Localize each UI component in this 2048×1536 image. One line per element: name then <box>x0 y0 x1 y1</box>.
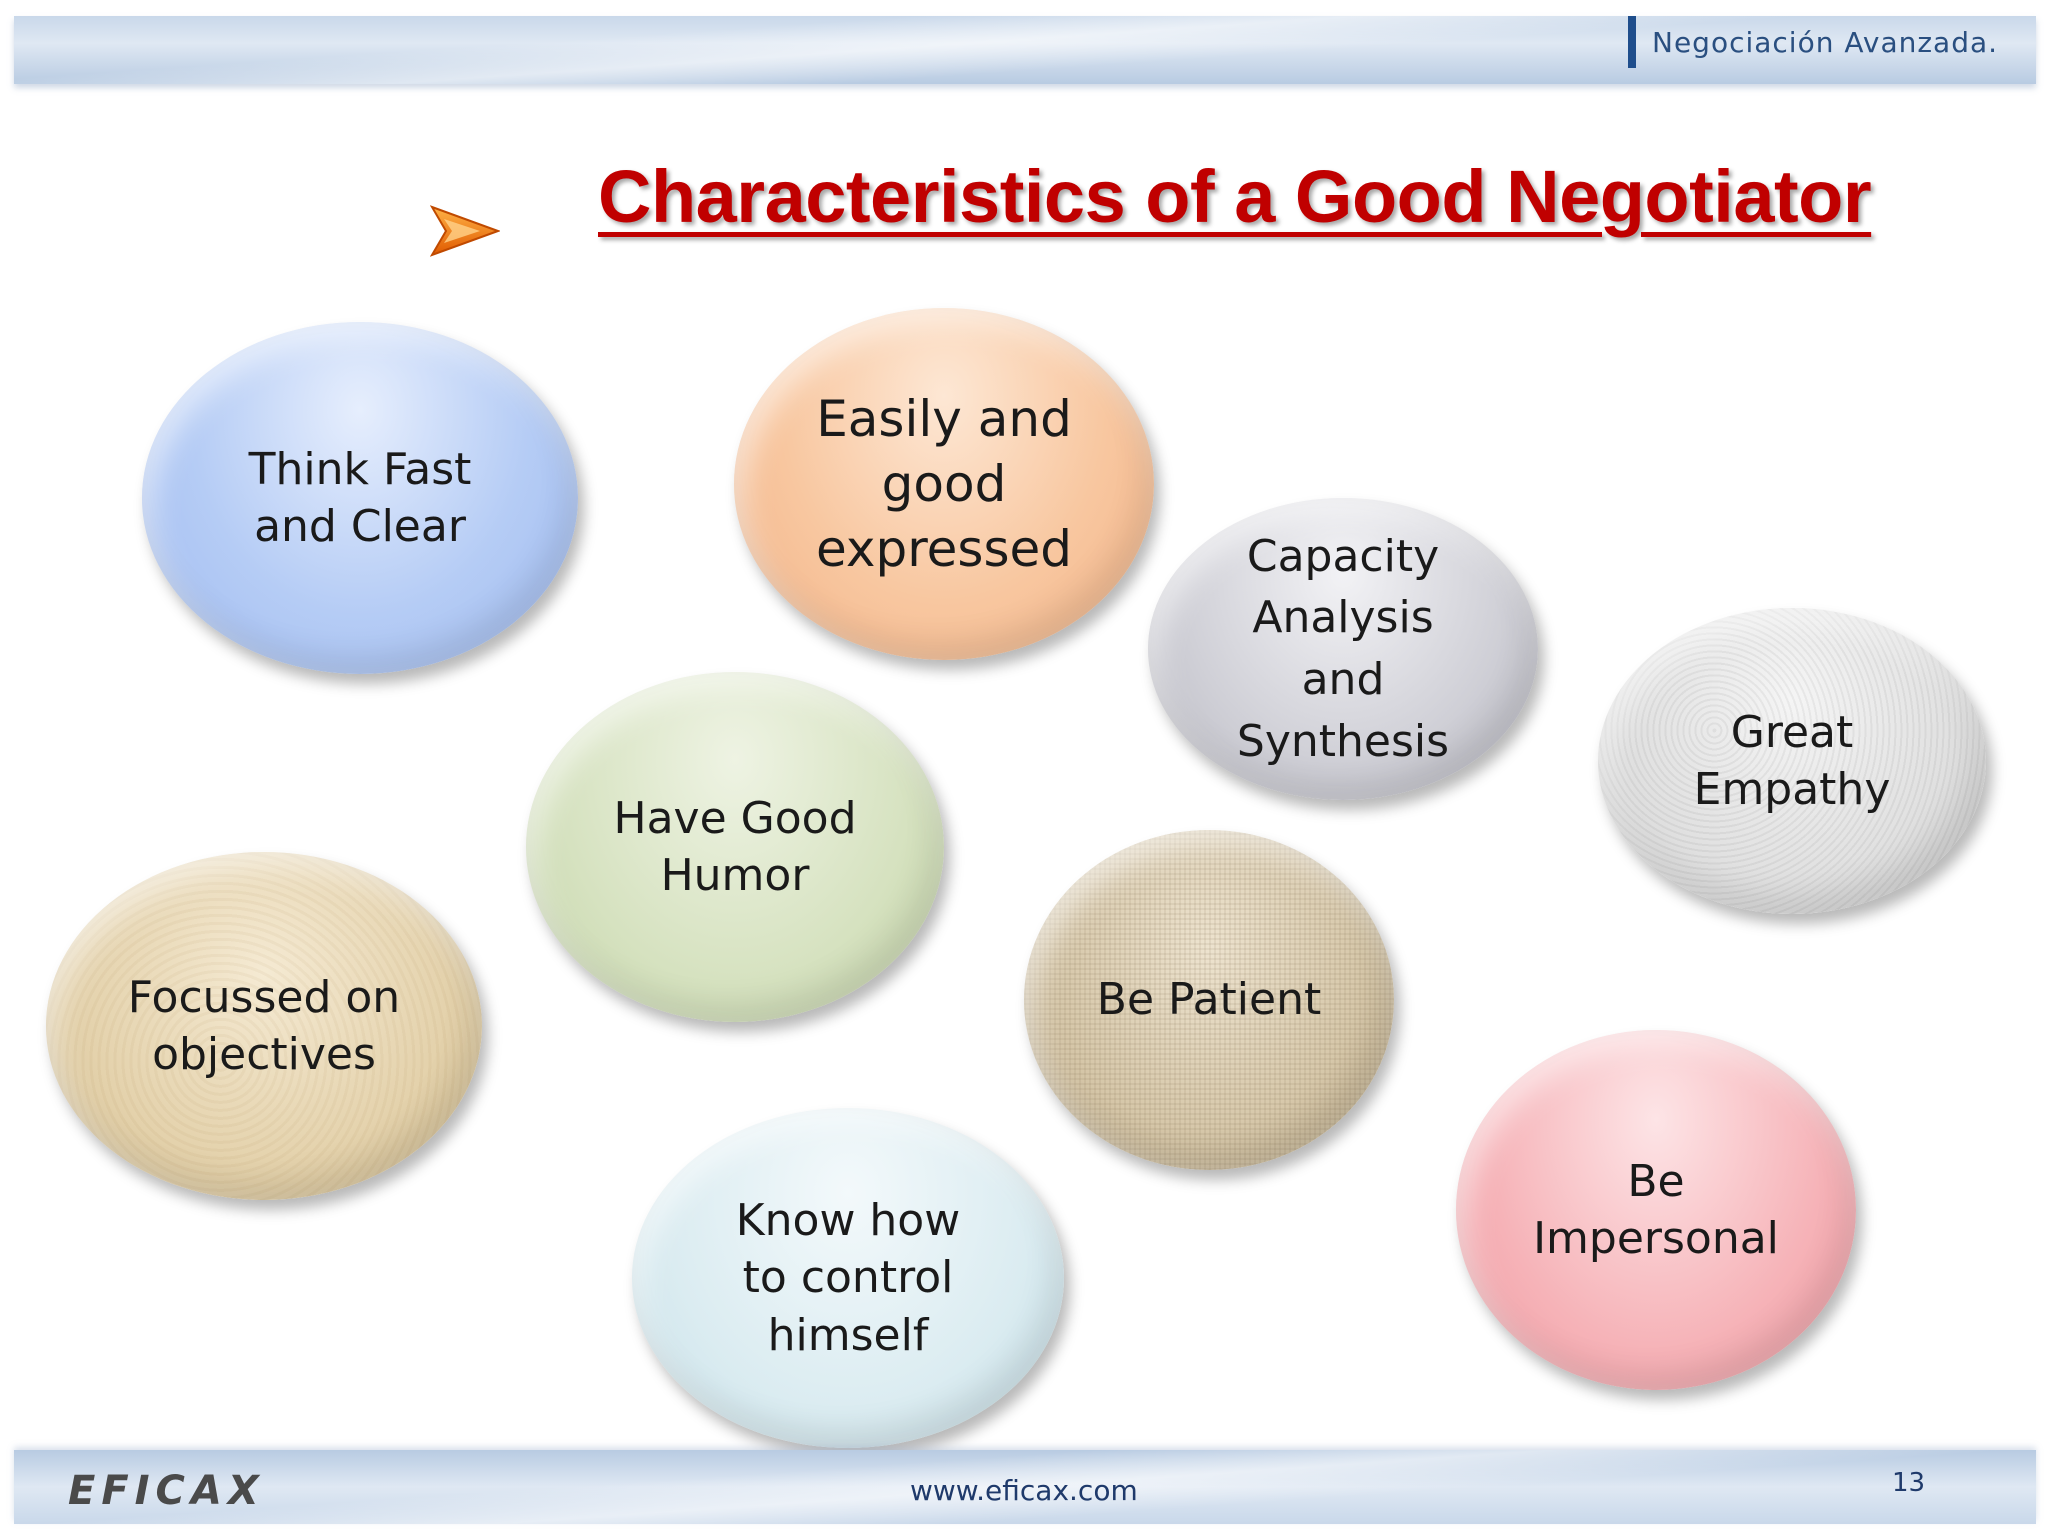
bubble-label: Great Empathy <box>1693 706 1891 815</box>
eficax-logo: EFICAX <box>68 1468 265 1514</box>
bubble-label: Think Fast and Clear <box>248 443 472 552</box>
bubble-good-humor: Have Good Humor <box>526 672 944 1022</box>
page-number: 13 <box>1892 1468 1926 1498</box>
bubble-label: Be Impersonal <box>1533 1155 1779 1264</box>
bubble-focussed-objectives: Focussed on objectives <box>46 852 482 1200</box>
bubble-label: Capacity Analysis and Synthesis <box>1236 530 1450 767</box>
bubble-be-impersonal: Be Impersonal <box>1456 1030 1856 1390</box>
bubble-label: Know how to control himself <box>735 1195 961 1361</box>
bubble-label: Have Good Humor <box>613 792 857 901</box>
footer-band <box>14 1450 2036 1524</box>
bubble-label: Be Patient <box>1096 974 1322 1026</box>
orange-arrow-icon <box>430 205 500 257</box>
bubble-easily-expressed: Easily and good expressed <box>734 308 1154 660</box>
slide-title: Characteristics of a Good Negotiator <box>598 155 1872 238</box>
bubble-label: Focussed on objectives <box>127 971 401 1080</box>
bubble-capacity-analysis: Capacity Analysis and Synthesis <box>1148 498 1538 800</box>
bubble-control-himself: Know how to control himself <box>632 1108 1064 1448</box>
bubble-think-fast: Think Fast and Clear <box>142 322 578 674</box>
bubble-label: Easily and good expressed <box>815 389 1073 578</box>
footer-url[interactable]: www.eficax.com <box>910 1474 1138 1507</box>
course-title: Negociación Avanzada. <box>1652 26 1999 59</box>
bubble-be-patient: Be Patient <box>1024 830 1394 1170</box>
bubble-great-empathy: Great Empathy <box>1598 608 1986 914</box>
header-band <box>14 16 2036 84</box>
header-divider <box>1628 16 1636 68</box>
